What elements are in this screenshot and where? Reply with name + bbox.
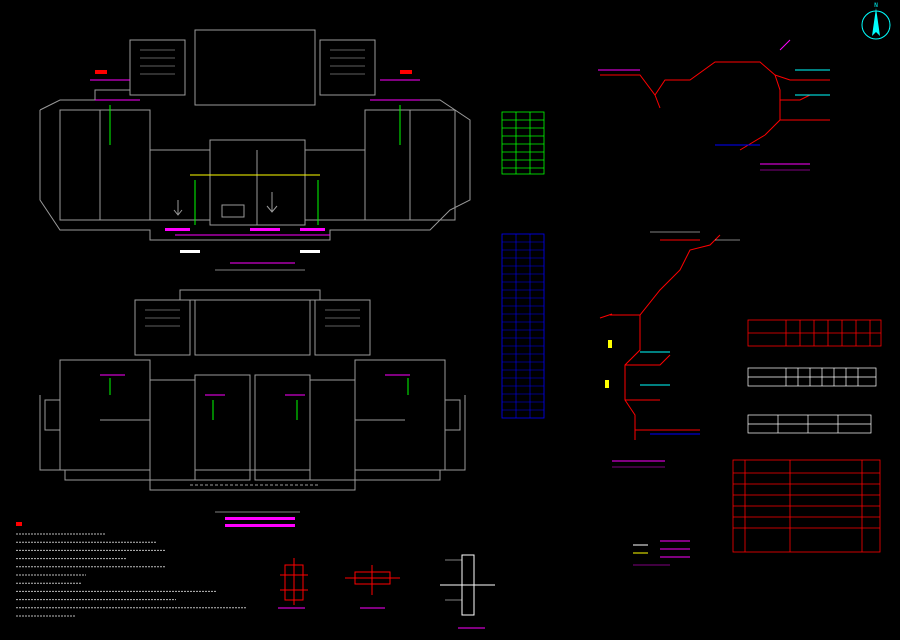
detail-1 (278, 558, 308, 609)
north-letter: N (874, 2, 878, 9)
lower-stair-treads (145, 309, 360, 327)
lower-stair-right (314, 299, 371, 356)
lower-stair-left (134, 299, 191, 356)
red-table-1 (747, 319, 882, 347)
blue-schedule-table (501, 233, 545, 419)
lower-balcony-right (444, 399, 461, 431)
white-table-2 (747, 367, 877, 387)
upper-elevator-box (221, 204, 245, 218)
north-arrow-icon: N (861, 2, 891, 40)
floor-plan-upper[interactable] (39, 29, 471, 241)
floor-plan-lower[interactable] (39, 289, 466, 491)
green-schedule-table (501, 111, 545, 175)
upper-arrow-down (266, 192, 278, 213)
lower-plan-pipes (100, 374, 410, 486)
lower-elevator-core (194, 299, 311, 356)
pipe-isometric-lower-marks (605, 231, 740, 468)
pipe-isometric-upper (600, 61, 830, 151)
detail-3 (440, 554, 495, 629)
upper-arrow-down-2 (173, 200, 183, 216)
upper-plan-annotations (95, 70, 412, 271)
upper-stair-right (319, 39, 376, 96)
upper-stair-left (129, 39, 186, 96)
upper-plan-pipes (90, 79, 420, 236)
pipe-isometric-upper-marks (598, 39, 830, 171)
lower-room-c (194, 374, 251, 481)
detail-2 (345, 565, 400, 609)
notes-block (16, 522, 246, 617)
pipe-isometric-lower (599, 234, 721, 440)
upper-elevator-core (194, 29, 316, 106)
red-table-4 (732, 459, 881, 553)
pipe-legend (633, 540, 690, 566)
lower-balcony-left (44, 399, 61, 431)
white-table-3 (747, 414, 872, 434)
upper-plan-outline (39, 99, 471, 241)
lower-plan-annotations (215, 511, 300, 527)
upper-stair-treads (140, 49, 365, 75)
